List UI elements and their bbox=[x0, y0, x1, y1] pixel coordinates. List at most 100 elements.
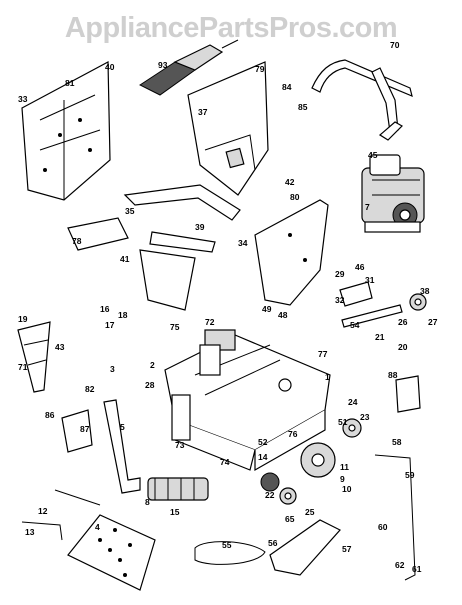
upper-cross-bracket bbox=[123, 184, 241, 221]
callout-76: 76 bbox=[288, 429, 298, 439]
wheel-assembly bbox=[260, 293, 427, 505]
rotor-shaft bbox=[147, 477, 209, 501]
callout-81: 81 bbox=[65, 78, 75, 88]
callout-27: 27 bbox=[428, 317, 438, 327]
callout-16: 16 bbox=[100, 304, 110, 314]
callout-20: 20 bbox=[398, 342, 408, 352]
left-side-panel bbox=[21, 61, 111, 201]
callout-26: 26 bbox=[398, 317, 408, 327]
callout-24: 24 bbox=[348, 397, 358, 407]
callout-84: 84 bbox=[282, 82, 292, 92]
discharge-cone bbox=[17, 321, 51, 393]
callout-93: 93 bbox=[158, 60, 168, 70]
callout-3: 3 bbox=[110, 364, 115, 374]
tie-rod bbox=[374, 454, 416, 581]
callout-13: 13 bbox=[25, 527, 35, 537]
callout-21: 21 bbox=[375, 332, 385, 342]
callout-7: 7 bbox=[365, 202, 370, 212]
callout-86: 86 bbox=[45, 410, 55, 420]
callout-43: 43 bbox=[55, 342, 65, 352]
callout-48: 48 bbox=[278, 310, 288, 320]
callout-32: 32 bbox=[335, 295, 345, 305]
callout-14: 14 bbox=[258, 452, 268, 462]
callout-34: 34 bbox=[238, 238, 248, 248]
callout-1: 1 bbox=[325, 372, 330, 382]
callout-61: 61 bbox=[412, 564, 422, 574]
hopper-chute bbox=[187, 61, 269, 196]
callout-75: 75 bbox=[170, 322, 180, 332]
callout-17: 17 bbox=[105, 320, 115, 330]
belt-guard bbox=[269, 519, 341, 576]
support-bar bbox=[103, 399, 141, 494]
callout-57: 57 bbox=[342, 544, 352, 554]
callout-58: 58 bbox=[392, 437, 402, 447]
callout-78: 78 bbox=[72, 236, 82, 246]
callout-15: 15 bbox=[170, 507, 180, 517]
callout-82: 82 bbox=[85, 384, 95, 394]
perforated-grate bbox=[67, 514, 156, 591]
callout-80: 80 bbox=[290, 192, 300, 202]
callout-52: 52 bbox=[258, 437, 268, 447]
callout-55: 55 bbox=[222, 540, 232, 550]
callout-11: 11 bbox=[340, 462, 349, 472]
callout-40: 40 bbox=[105, 62, 115, 72]
decal-box bbox=[395, 375, 421, 413]
engine bbox=[361, 154, 425, 233]
right-side-panel bbox=[254, 199, 329, 306]
callout-33: 33 bbox=[18, 94, 28, 104]
callout-29: 29 bbox=[335, 269, 345, 279]
chute-shield bbox=[139, 231, 216, 311]
flat-plate bbox=[67, 217, 129, 251]
callout-9: 9 bbox=[340, 474, 345, 484]
callout-23: 23 bbox=[360, 412, 370, 422]
callout-49: 49 bbox=[262, 304, 272, 314]
callout-28: 28 bbox=[145, 380, 155, 390]
callout-8: 8 bbox=[145, 497, 150, 507]
handle-grip bbox=[138, 39, 239, 96]
callout-74: 74 bbox=[220, 457, 230, 467]
callout-59: 59 bbox=[405, 470, 415, 480]
callout-39: 39 bbox=[195, 222, 205, 232]
bracket-87 bbox=[61, 409, 93, 453]
callout-18: 18 bbox=[118, 310, 128, 320]
callout-88: 88 bbox=[388, 370, 398, 380]
callout-60: 60 bbox=[378, 522, 388, 532]
pin-rod bbox=[21, 489, 101, 541]
callout-51: 51 bbox=[338, 417, 348, 427]
callout-77: 77 bbox=[318, 349, 328, 359]
callout-5: 5 bbox=[120, 422, 125, 432]
callout-72: 72 bbox=[205, 317, 215, 327]
drive-belt bbox=[194, 541, 266, 565]
mounting-plates bbox=[171, 344, 221, 441]
callout-46: 46 bbox=[355, 262, 365, 272]
callout-2: 2 bbox=[150, 360, 155, 370]
callout-10: 10 bbox=[342, 484, 352, 494]
callout-79: 79 bbox=[255, 64, 265, 74]
callout-54: 54 bbox=[350, 320, 360, 330]
callout-4: 4 bbox=[95, 522, 100, 532]
callout-19: 19 bbox=[18, 314, 28, 324]
callout-31: 31 bbox=[365, 275, 375, 285]
callout-41: 41 bbox=[120, 254, 130, 264]
callout-38: 38 bbox=[420, 286, 430, 296]
linkage bbox=[339, 281, 403, 328]
callout-12: 12 bbox=[38, 506, 48, 516]
callout-22: 22 bbox=[265, 490, 275, 500]
callout-62: 62 bbox=[395, 560, 405, 570]
callout-37: 37 bbox=[198, 107, 208, 117]
callout-85: 85 bbox=[298, 102, 308, 112]
watermark: AppliancePartsPros.com bbox=[64, 12, 398, 44]
callout-87: 87 bbox=[80, 424, 90, 434]
callout-70: 70 bbox=[390, 40, 400, 50]
callout-56: 56 bbox=[268, 538, 278, 548]
callout-65: 65 bbox=[285, 514, 295, 524]
callout-71: 71 bbox=[18, 362, 28, 372]
handle-bar bbox=[311, 59, 413, 141]
callout-42: 42 bbox=[285, 177, 295, 187]
callout-25: 25 bbox=[305, 507, 315, 517]
callout-45: 45 bbox=[368, 150, 378, 160]
callout-73: 73 bbox=[175, 440, 185, 450]
callout-35: 35 bbox=[125, 206, 135, 216]
